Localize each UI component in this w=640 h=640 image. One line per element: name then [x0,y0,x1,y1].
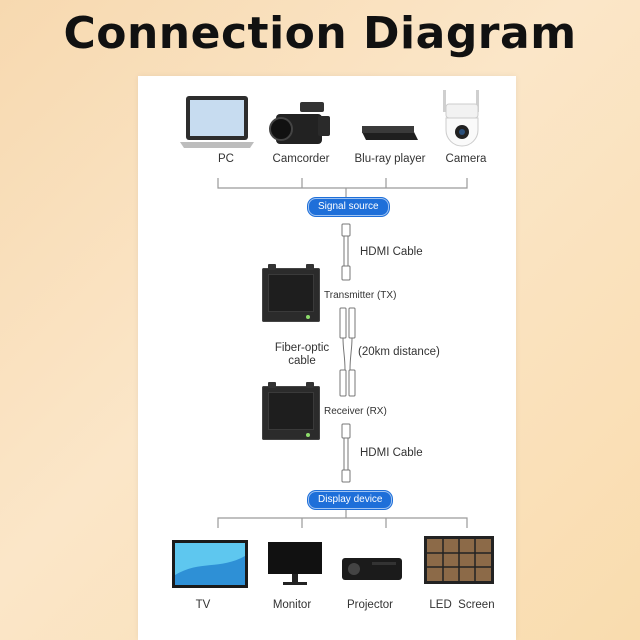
hdmi-cable-bottom [341,423,351,483]
page-title: Connection Diagram [63,8,577,59]
transmitter-device [262,264,320,322]
display-label-tv: TV [195,599,211,611]
transmitter-label: Transmitter (TX) [324,290,397,301]
hdmi-cable-top-label: HDMI Cable [360,246,423,258]
fiber-cable [339,307,356,397]
display-label-projector: Projector [346,599,394,611]
pc-icon [180,96,254,148]
receiver-device [262,382,320,440]
hdmi-cable-top [341,223,351,281]
display-label-led-screen: LED Screen [429,599,495,611]
distance-label: (20km distance) [358,346,440,358]
projector-icon [342,558,402,580]
fiber-label-line1: Fiber-optic [274,342,330,354]
camcorder-icon [269,102,330,144]
blu-ray-player-icon [362,126,418,140]
tv-icon [172,540,248,588]
fiber-label-line2: cable [288,355,316,367]
camera-icon [443,90,479,147]
source-label-camcorder: Camcorder [272,153,330,165]
led-screen-icon [424,536,494,584]
source-label-camera: Camera [445,153,487,165]
signal-source-badge: Signal source [308,198,389,216]
source-label-blu-ray: Blu-ray player [354,153,426,165]
monitor-icon [268,542,322,585]
display-label-monitor: Monitor [272,599,312,611]
source-label-pc: PC [218,153,234,165]
receiver-label: Receiver (RX) [324,406,387,417]
hdmi-cable-bottom-label: HDMI Cable [360,447,423,459]
display-device-badge: Display device [308,491,393,509]
